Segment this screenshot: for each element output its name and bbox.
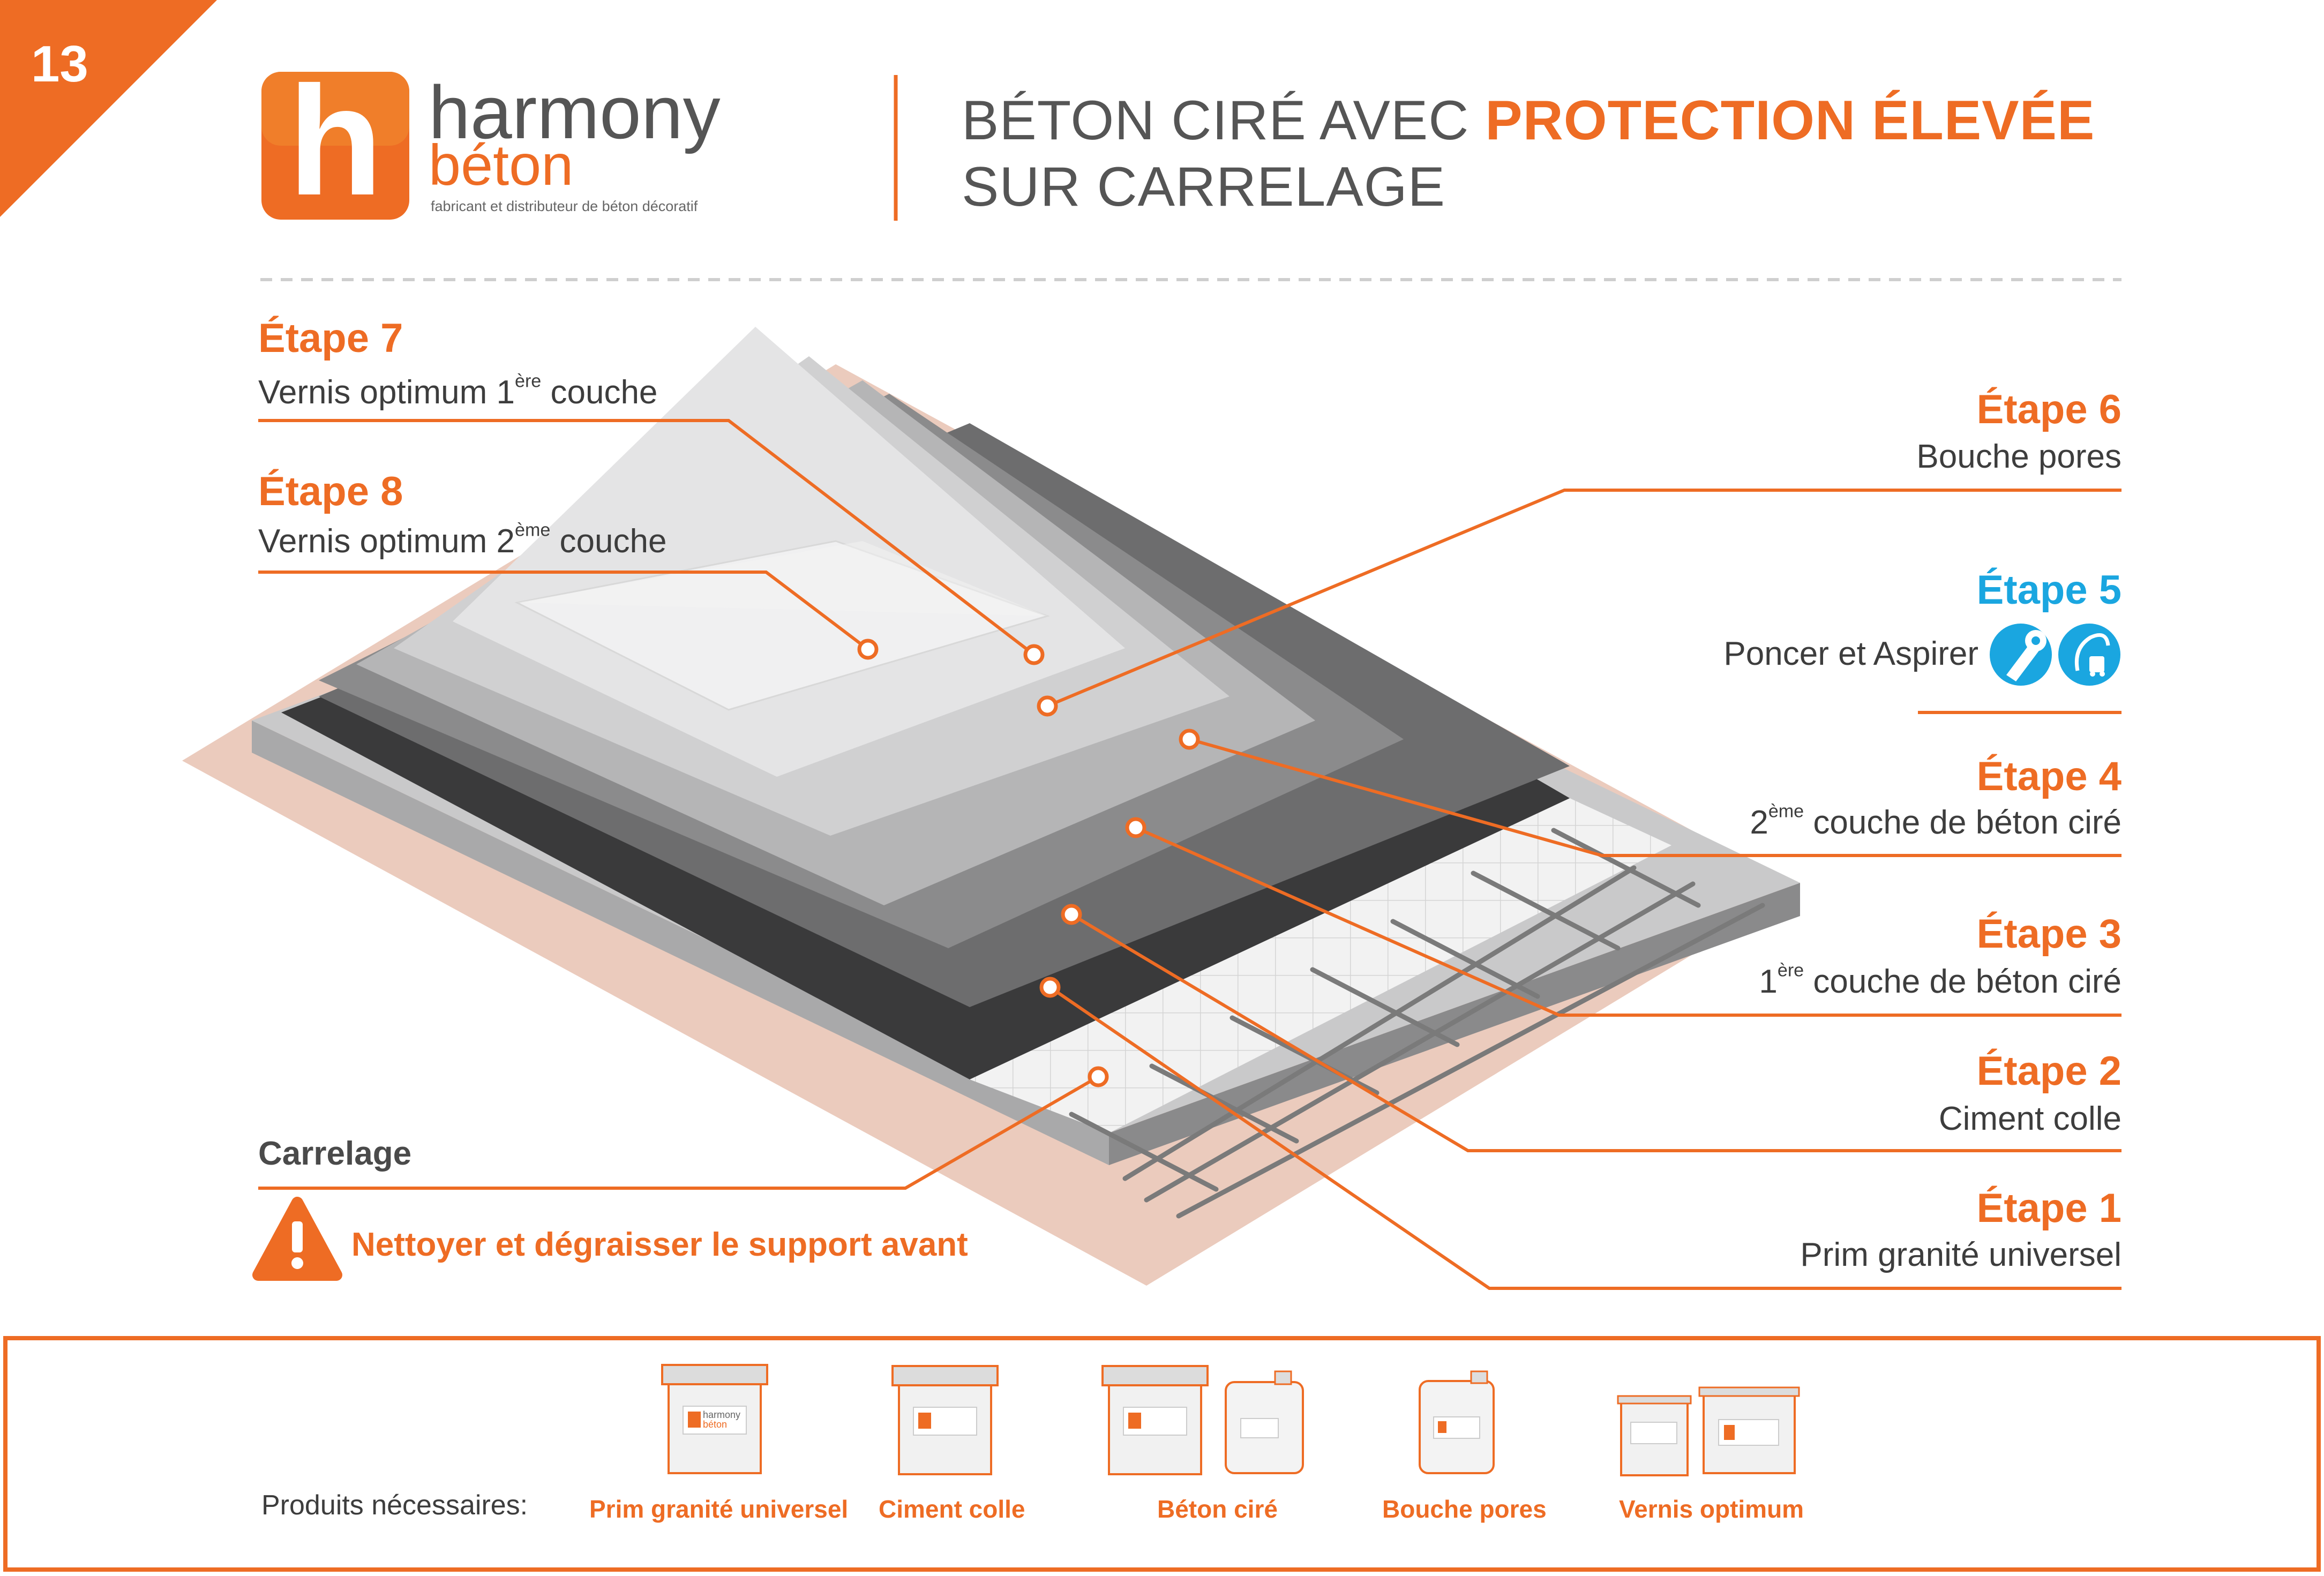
product-vernis-container <box>1617 1386 1800 1476</box>
etape7-title: Étape 7 <box>258 316 403 361</box>
product-brand-mini: harmony béton <box>703 1410 740 1429</box>
title-line2: SUR CARRELAGE <box>962 156 1445 218</box>
brand-logo-letter: h <box>288 54 383 228</box>
products-intro: Produits nécessaires: <box>261 1490 528 1521</box>
marker-etape8 <box>857 639 879 660</box>
title-line1-highlight: PROTECTION ÉLEVÉE <box>1485 89 2095 152</box>
etape5-title: Étape 5 <box>1976 567 2121 613</box>
product-label-ciment: Ciment colle <box>879 1495 1025 1523</box>
etape3-desc: 1ère couche de béton ciré <box>1759 961 2121 1000</box>
marker-etape4 <box>1179 729 1200 750</box>
etape7-desc-sup: ère <box>515 371 542 392</box>
etape8-title: Étape 8 <box>258 469 403 514</box>
etape4-desc-sup: ème <box>1768 801 1804 822</box>
marker-etape1 <box>1039 977 1061 998</box>
slab-side-left <box>252 721 1109 1165</box>
etape3-desc-a: 1 <box>1759 963 1778 1000</box>
etape1-desc: Prim granité universel <box>1800 1236 2121 1273</box>
leader-etape2 <box>1070 913 2121 1152</box>
leader-etape6 <box>1046 489 2121 708</box>
etape1-title: Étape 1 <box>1976 1185 2121 1231</box>
page-title: BÉTON CIRÉ AVEC PROTECTION ÉLEVÉE SUR CA… <box>962 87 2095 220</box>
marker-etape3 <box>1125 817 1146 838</box>
etape8-desc-sup: ème <box>515 520 551 541</box>
marker-carrelage <box>1088 1066 1109 1087</box>
etape3-desc-b: couche de béton ciré <box>1804 963 2121 1000</box>
vacuum-icon <box>2058 624 2120 686</box>
product-beton-container <box>1101 1365 1304 1475</box>
leader-carrelage <box>258 1075 1099 1190</box>
brand-logo-mark <box>261 72 409 220</box>
brand-name-line2: béton <box>429 132 574 197</box>
etape7-desc-b: couche <box>541 374 658 411</box>
etape7-desc-a: Vernis optimum 1 <box>258 374 515 411</box>
title-line1-plain: BÉTON CIRÉ AVEC <box>962 89 1486 152</box>
etape6-title: Étape 6 <box>1976 387 2121 432</box>
leader-etape8 <box>258 571 869 651</box>
marker-etape7 <box>1023 644 1045 665</box>
etape4-desc-b: couche de béton ciré <box>1804 804 2121 841</box>
page-corner-tab <box>0 0 217 217</box>
product-brand-line2: béton <box>703 1419 728 1430</box>
product-label-prim: Prim granité universel <box>589 1495 849 1523</box>
product-label-beton: Béton ciré <box>1157 1495 1278 1523</box>
carrelage-label: Carrelage <box>258 1135 412 1172</box>
brand-name-line1: harmony <box>429 70 721 154</box>
product-ciment-container <box>891 1365 999 1475</box>
etape5-desc: Poncer et Aspirer <box>1723 635 1978 672</box>
etape6-desc: Bouche pores <box>1916 438 2121 475</box>
sander-icon <box>1990 624 2052 686</box>
etape2-title: Étape 2 <box>1976 1048 2121 1094</box>
etape8-desc: Vernis optimum 2ème couche <box>258 521 667 560</box>
etape4-desc: 2ème couche de béton ciré <box>1750 802 2121 841</box>
etape4-title: Étape 4 <box>1976 754 2121 799</box>
etape3-desc-sup: ère <box>1777 960 1804 981</box>
tile-layer <box>970 798 1671 1133</box>
etape8-desc-a: Vernis optimum 2 <box>258 523 515 560</box>
warning-text: Nettoyer et dégraisser le support avant <box>351 1226 968 1263</box>
warning-triangle-icon <box>252 1197 342 1281</box>
page-number: 13 <box>31 35 88 93</box>
product-bouche-container <box>1419 1370 1495 1474</box>
etape4-desc-a: 2 <box>1750 804 1768 841</box>
leader-etape1 <box>1049 986 2121 1290</box>
leader-etape3 <box>1135 826 2121 1017</box>
etape8-desc-b: couche <box>550 523 667 560</box>
product-label-vernis: Vernis optimum <box>1619 1495 1804 1523</box>
etape2-desc: Ciment colle <box>1938 1100 2121 1137</box>
product-prim-container <box>661 1364 768 1474</box>
marker-etape2 <box>1061 904 1082 925</box>
etape3-title: Étape 3 <box>1976 911 2121 957</box>
leader-etape7 <box>258 419 1035 656</box>
brand-tagline: fabricant et distributeur de béton décor… <box>431 198 698 214</box>
product-label-bouche: Bouche pores <box>1382 1495 1547 1523</box>
etape7-desc: Vernis optimum 1ère couche <box>258 372 658 411</box>
rebar-mesh <box>1069 828 1765 1219</box>
products-frame <box>3 1336 2321 1572</box>
leader-etape4 <box>1189 738 2121 857</box>
marker-etape6 <box>1037 695 1058 717</box>
product-brand-line1: harmony <box>703 1409 741 1420</box>
